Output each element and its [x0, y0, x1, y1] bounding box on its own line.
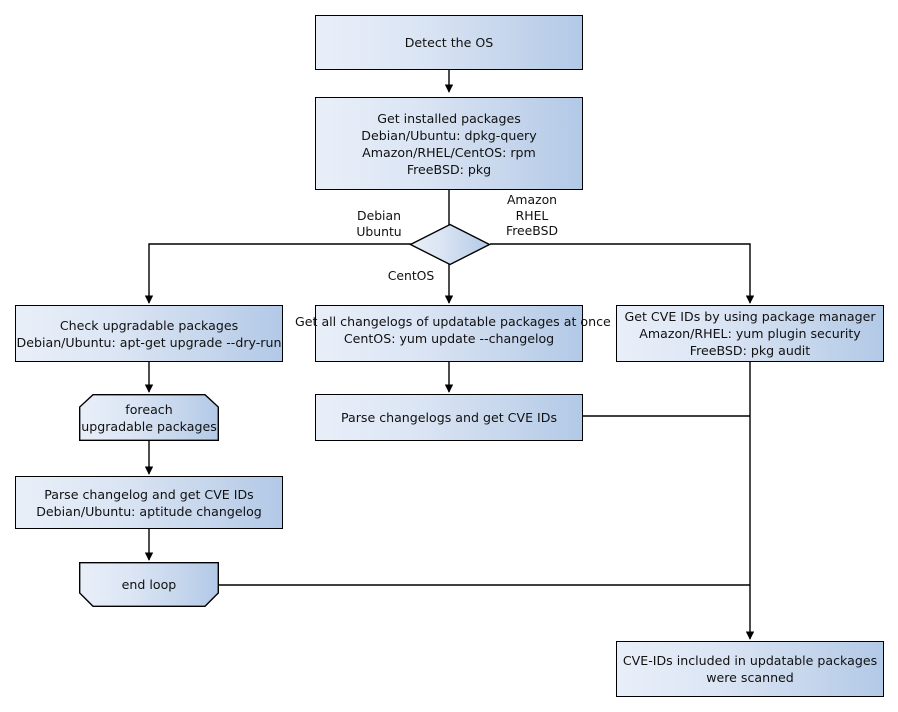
node-get-cve-pm-line-3: FreeBSD: pkg audit: [689, 343, 811, 358]
node-get-installed-line-3: Amazon/RHEL/CentOS: rpm: [362, 144, 536, 160]
node-end-loop-label: end loop: [121, 577, 177, 592]
edge-label-debian: Debian: [357, 208, 401, 223]
node-scanned-result-line-2: were scanned: [706, 670, 794, 685]
diamond-shape: [408, 223, 492, 266]
node-get-installed-line-2: Debian/Ubuntu: dpkg-query: [361, 127, 537, 143]
loop-end-shape: [78, 561, 220, 607]
node-get-installed-line-4: FreeBSD: pkg: [406, 161, 492, 177]
edge-label-amazon: Amazon: [506, 192, 558, 207]
node-foreach-loop-start[interactable]: foreach upgradable packages: [78, 393, 220, 441]
node-foreach-line-2: upgradable packages: [81, 418, 217, 434]
edge-label-debian-ubuntu: Debian Ubuntu: [349, 208, 409, 239]
node-foreach-line-1: foreach: [125, 401, 173, 417]
node-detect-os-label: Detect the OS: [404, 35, 494, 50]
loop-start-shape: [78, 393, 220, 441]
node-get-cve-pm-line-1: Get CVE IDs by using package manager: [624, 309, 876, 324]
node-parse-changelog-left-line-2: Debian/Ubuntu: aptitude changelog: [36, 503, 262, 519]
node-detect-os[interactable]: Detect the OS: [315, 15, 583, 70]
node-scanned-result[interactable]: CVE-IDs included in updatable packages w…: [616, 641, 884, 697]
edge-label-centos-text: CentOS: [387, 268, 435, 283]
node-parse-changelogs-center[interactable]: Parse changelogs and get CVE IDs: [315, 394, 583, 441]
node-check-upgradable-line-1: Check upgradable packages: [59, 317, 239, 333]
edge-label-ubuntu: Ubuntu: [356, 223, 402, 239]
edge-decision-right: [490, 243, 755, 304]
node-parse-changelog-left-line-1: Parse changelog and get CVE IDs: [44, 486, 254, 502]
node-get-cve-pm-line-2: Amazon/RHEL: yum plugin security: [639, 326, 861, 341]
node-parse-changelogs-center-label: Parse changelogs and get CVE IDs: [340, 410, 558, 425]
edge-label-rhel: RHEL: [515, 207, 549, 223]
node-get-installed-line-1: Get installed packages: [377, 110, 521, 126]
node-end-loop[interactable]: end loop: [78, 561, 220, 607]
node-os-decision[interactable]: [408, 223, 492, 266]
node-get-installed-packages[interactable]: Get installed packages Debian/Ubuntu: dp…: [315, 97, 583, 190]
node-parse-changelog-left[interactable]: Parse changelog and get CVE IDs Debian/U…: [15, 476, 283, 529]
node-scanned-result-line-1: CVE-IDs included in updatable packages: [622, 653, 878, 668]
edge-label-centos: CentOS: [381, 268, 441, 284]
node-get-cve-ids-package-manager[interactable]: Get CVE IDs by using package manager Ama…: [616, 305, 884, 362]
node-get-all-changelogs[interactable]: [315, 305, 583, 362]
edge-label-freebsd: FreeBSD: [506, 223, 558, 238]
edge-decision-left: [144, 243, 411, 304]
node-check-upgradable-packages[interactable]: Check upgradable packages Debian/Ubuntu:…: [15, 305, 283, 362]
edge-label-amazon-rhel-freebsd: Amazon RHEL FreeBSD: [496, 192, 568, 239]
node-check-upgradable-line-2: Debian/Ubuntu: apt-get upgrade --dry-run: [16, 334, 282, 350]
